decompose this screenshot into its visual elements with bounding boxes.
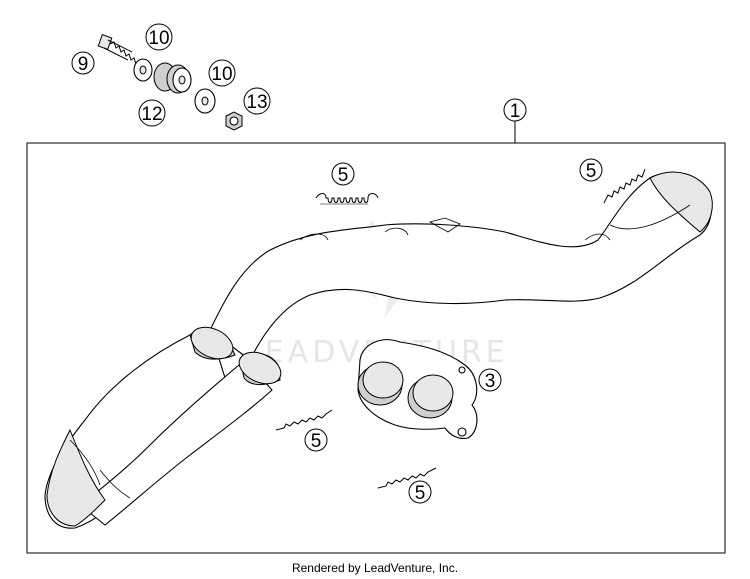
callout-9: 9 <box>71 51 95 75</box>
footer-credit: Rendered by LeadVenture, Inc. <box>292 561 458 575</box>
svg-text:9: 9 <box>78 54 89 75</box>
callout-10-upper: 10 <box>145 23 173 51</box>
callout-1: 1 <box>503 98 527 122</box>
callout-5-lower-left: 5 <box>304 428 328 452</box>
callout-13: 13 <box>243 87 271 115</box>
bolt <box>97 34 137 65</box>
svg-text:5: 5 <box>415 483 426 504</box>
callout-5-lower-right: 5 <box>408 480 432 504</box>
spring-lower-right <box>377 467 437 489</box>
callout-5-top-right: 5 <box>579 158 603 182</box>
svg-text:10: 10 <box>148 28 169 49</box>
spring-top-center <box>315 193 379 205</box>
header-pipe <box>44 171 713 529</box>
callout-12: 12 <box>138 99 166 127</box>
svg-text:5: 5 <box>586 161 597 182</box>
svg-text:1: 1 <box>510 101 521 122</box>
assembly-frame <box>26 142 726 554</box>
svg-text:13: 13 <box>246 92 267 113</box>
spring-lower-left <box>275 409 333 431</box>
callout-5-top-center: 5 <box>331 162 355 186</box>
callout-10-lower: 10 <box>208 59 236 87</box>
exhaust-gasket-flange <box>357 339 478 439</box>
svg-text:12: 12 <box>141 104 162 125</box>
svg-text:3: 3 <box>485 371 496 392</box>
callouts: 1 3 5 5 5 5 9 <box>71 23 603 504</box>
svg-text:5: 5 <box>338 165 349 186</box>
svg-text:10: 10 <box>211 64 232 85</box>
callout-3: 3 <box>478 368 502 392</box>
spring-top-right <box>603 168 646 204</box>
mounting-hardware <box>97 34 243 131</box>
rubber-bushing <box>153 62 192 94</box>
nut <box>225 111 243 131</box>
svg-text:5: 5 <box>311 431 322 452</box>
